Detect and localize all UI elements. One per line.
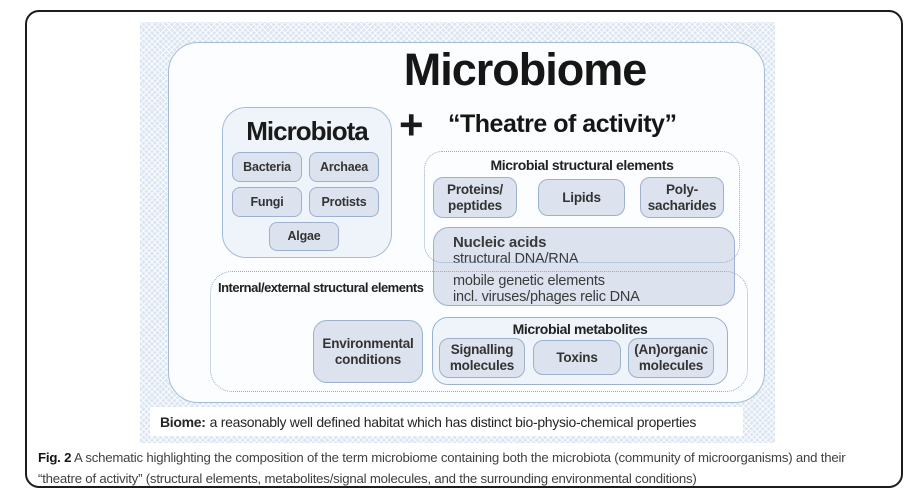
biome-definition-strip: Biome: a reasonably well defined habitat… bbox=[150, 407, 743, 436]
nucleic-acids-subtitle: structural DNA/RNA bbox=[453, 251, 579, 267]
structural-item-polysacharides: Poly- sacharides bbox=[640, 177, 724, 218]
biome-definition: a reasonably well defined habitat which … bbox=[209, 413, 697, 430]
nucleic-acids-title: Nucleic acids bbox=[453, 234, 547, 251]
figure-caption-text: A schematic highlighting the composition… bbox=[38, 450, 846, 486]
metabolite-item-signalling-molecules: Signalling molecules bbox=[439, 338, 525, 378]
microbiota-item-bacteria: Bacteria bbox=[232, 152, 302, 182]
structural-elements-label: Microbial structural elements bbox=[490, 157, 674, 173]
microbiota-item-fungi: Fungi bbox=[232, 187, 302, 217]
theatre-of-activity-label: “Theatre of activity” bbox=[448, 110, 677, 138]
internal-external-label: Internal/external structural elements bbox=[218, 280, 424, 295]
metabolites-group: Microbial metabolites Signalling molecul… bbox=[432, 317, 728, 385]
internal-external-group: Internal/external structural elements bbox=[210, 271, 748, 392]
microbiota-title: Microbiota bbox=[246, 116, 368, 146]
nucleic-acids-box: Nucleic acids structural DNA/RNA mobile … bbox=[433, 227, 735, 306]
microbiome-title: Microbiome bbox=[403, 44, 648, 95]
microbiota-item-archaea: Archaea bbox=[309, 152, 379, 182]
mobile-genetic-elements-line1: mobile genetic elements bbox=[453, 273, 605, 289]
environmental-conditions-box: Environmental conditions bbox=[313, 320, 423, 383]
biome-term: Biome: bbox=[160, 413, 206, 430]
structural-elements-group: Microbial structural elements Proteins/ … bbox=[424, 151, 740, 263]
metabolite-item-anorganic-molecules: (An)organic molecules bbox=[628, 338, 714, 378]
mobile-genetic-elements-line2: incl. viruses/phages relic DNA bbox=[453, 289, 640, 305]
metabolite-item-toxins: Toxins bbox=[533, 340, 621, 375]
structural-item-proteins-peptides: Proteins/ peptides bbox=[433, 177, 517, 218]
microbiota-item-algae: Algae bbox=[269, 222, 339, 251]
plus-sign: + bbox=[399, 101, 424, 148]
figure-caption: Fig. 2 A schematic highlighting the comp… bbox=[38, 447, 884, 489]
microbiota-item-protists: Protists bbox=[309, 187, 379, 217]
structural-item-lipids: Lipids bbox=[538, 179, 625, 216]
figure-caption-label: Fig. 2 bbox=[38, 450, 72, 465]
microbiota-group: Microbiota Bacteria Archaea Fungi Protis… bbox=[222, 107, 392, 258]
metabolites-label: Microbial metabolites bbox=[512, 321, 648, 337]
